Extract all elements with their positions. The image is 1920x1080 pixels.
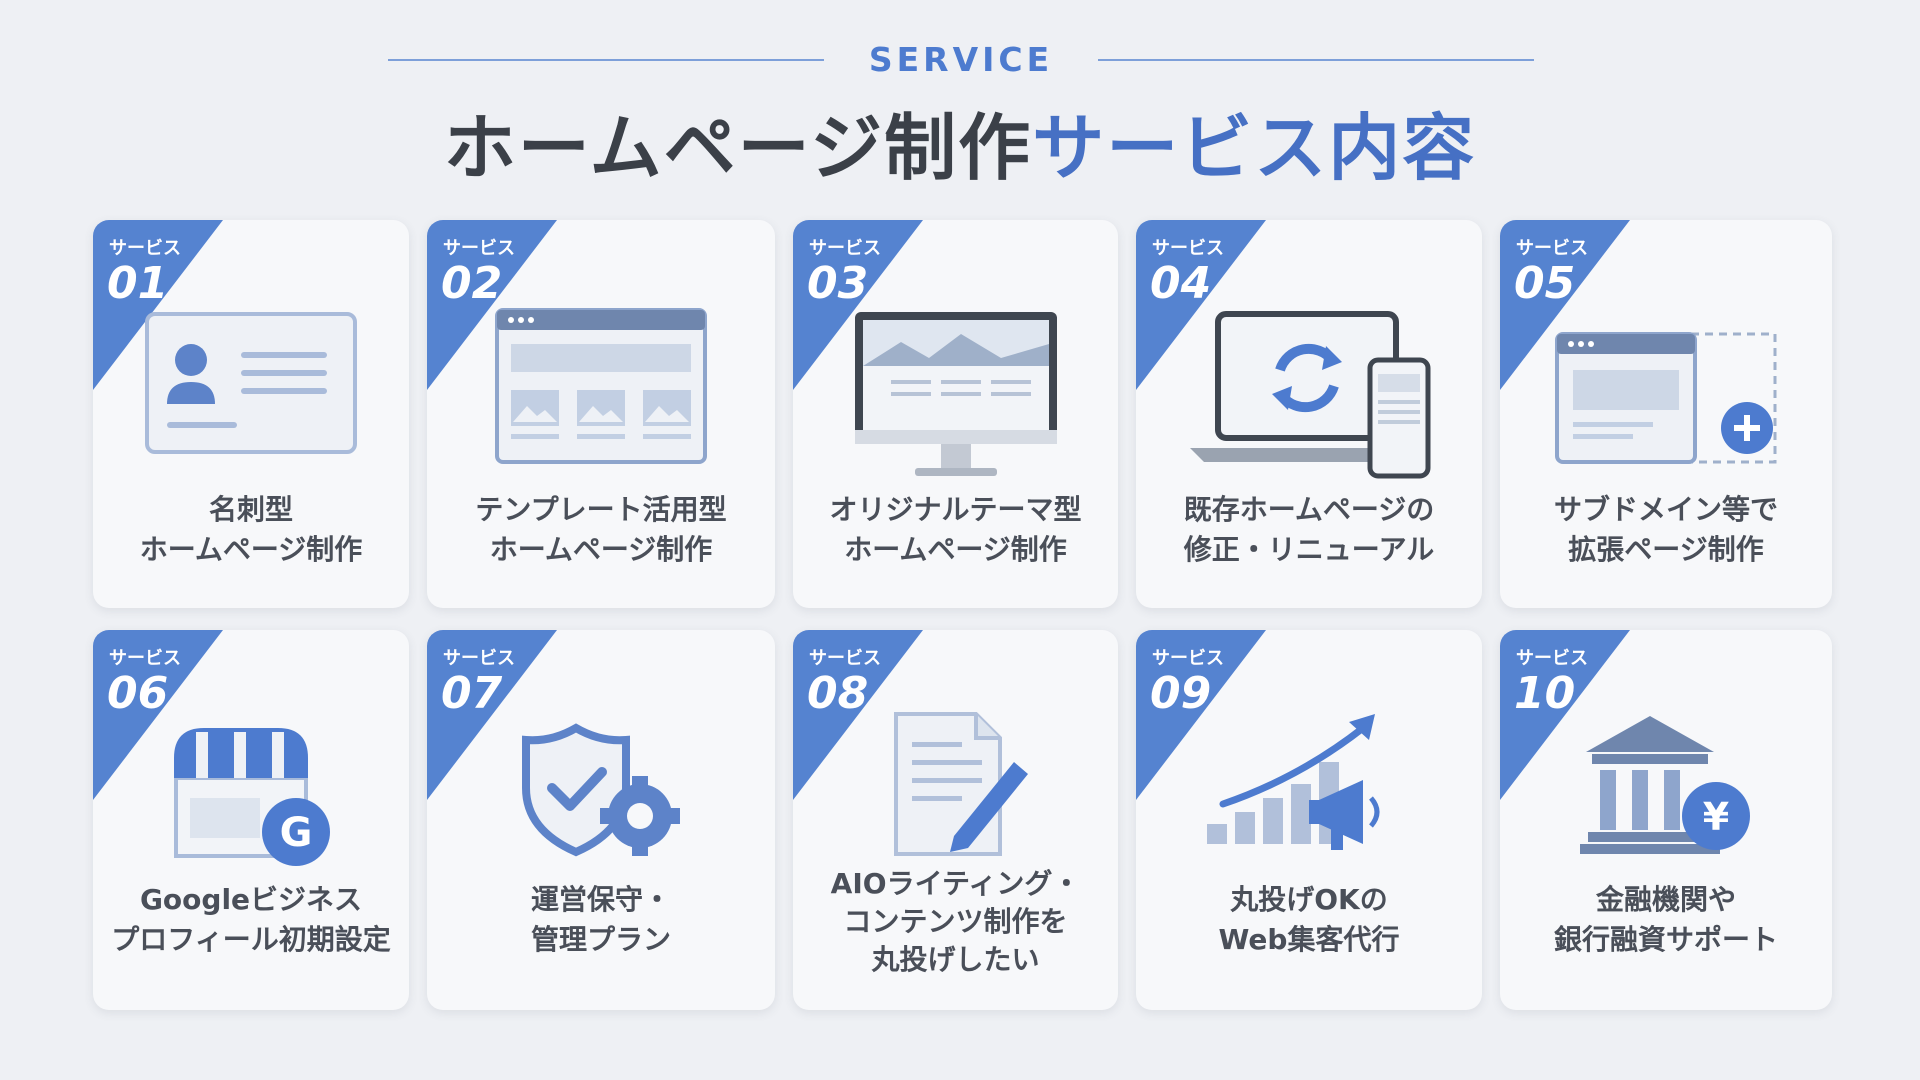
- eyebrow-row: SERVICE: [0, 38, 1920, 82]
- label-line-1: テンプレート活用型: [475, 493, 727, 526]
- service-card-06[interactable]: サービス 06 G Googleビジネス プロフィール初期設定: [93, 630, 409, 1010]
- label-line-3: 丸投げしたい: [871, 943, 1040, 976]
- badge-number: 01: [107, 258, 169, 309]
- badge-label: サービス: [1152, 238, 1224, 259]
- service-card-03[interactable]: サービス 03 オリジナルテーマ型 ホームページ制作: [793, 220, 1118, 608]
- service-card-01[interactable]: サービス 01 名刺型 ホームページ制作: [93, 220, 409, 608]
- label-line-1: オリジナルテーマ型: [829, 493, 1082, 526]
- document-pen-icon: [893, 712, 1028, 856]
- google-store-icon: G: [174, 728, 330, 866]
- label-line-2: Web集客代行: [1218, 923, 1400, 956]
- eyebrow-line-right: [1098, 59, 1534, 61]
- badge-number: 02: [441, 258, 503, 309]
- svg-text:G: G: [280, 810, 313, 856]
- badge-label: サービス: [809, 648, 881, 669]
- desktop-monitor-icon: [854, 312, 1057, 476]
- expand-page-icon: [1555, 332, 1777, 464]
- badge-number: 04: [1150, 258, 1212, 309]
- label-line-1: 名刺型: [208, 493, 293, 526]
- eyebrow-line-left: [388, 59, 824, 61]
- badge-label: サービス: [1516, 648, 1588, 669]
- label-line-1: 丸投げOKの: [1230, 883, 1388, 916]
- service-label: 運営保守・ 管理プラン: [427, 880, 775, 960]
- badge-label: サービス: [1516, 238, 1588, 259]
- service-card-10[interactable]: サービス 10 ¥ 金融機関や 銀行融資サポート: [1500, 630, 1832, 1010]
- business-card-icon: [145, 312, 357, 454]
- badge-number: 10: [1514, 668, 1576, 719]
- title-main: ホームページ制作: [443, 106, 1033, 190]
- label-line-2: コンテンツ制作を: [843, 905, 1068, 938]
- label-line-2: ホームページ制作: [844, 533, 1067, 566]
- service-label: AIOライティング・ コンテンツ制作を 丸投げしたい: [793, 865, 1118, 979]
- badge-number: 08: [807, 668, 869, 719]
- label-line-1: 既存ホームページの: [1183, 493, 1435, 526]
- svg-text:¥: ¥: [1703, 795, 1729, 839]
- badge-label: サービス: [443, 238, 515, 259]
- badge-label: サービス: [109, 648, 181, 669]
- label-line-1: 運営保守・: [530, 883, 671, 916]
- label-line-2: ホームページ制作: [139, 533, 363, 566]
- service-label: 丸投げOKの Web集客代行: [1136, 880, 1482, 960]
- service-label: Googleビジネス プロフィール初期設定: [93, 880, 409, 960]
- service-label: 名刺型 ホームページ制作: [93, 490, 409, 570]
- label-line-1: AIOライティング・: [830, 867, 1081, 900]
- title-accent: サービス内容: [1032, 106, 1477, 190]
- badge-label: サービス: [443, 648, 515, 669]
- label-line-1: サブドメイン等で: [1553, 493, 1778, 526]
- service-label: サブドメイン等で 拡張ページ制作: [1500, 490, 1832, 570]
- label-line-1: 金融機関や: [1595, 883, 1736, 916]
- label-line-2: 拡張ページ制作: [1568, 533, 1764, 566]
- badge-label: サービス: [109, 238, 181, 259]
- label-line-2: プロフィール初期設定: [111, 923, 391, 956]
- badge-number: 09: [1150, 668, 1212, 719]
- service-label: オリジナルテーマ型 ホームページ制作: [793, 490, 1118, 570]
- browser-template-icon: [495, 308, 707, 464]
- service-card-09[interactable]: サービス 09 丸投げOKの Web集客代行: [1136, 630, 1482, 1010]
- badge-label: サービス: [1152, 648, 1224, 669]
- service-card-04[interactable]: サービス 04 既存ホームページの 修正・リニューアル: [1136, 220, 1482, 608]
- service-card-07[interactable]: サービス 07 運営保守・ 管理プラン: [427, 630, 775, 1010]
- growth-megaphone-icon: [1207, 714, 1380, 850]
- service-card-08[interactable]: サービス 08 AIOライティング・ コンテンツ制作を 丸投げしたい: [793, 630, 1118, 1010]
- service-label: 金融機関や 銀行融資サポート: [1500, 880, 1832, 960]
- badge-number: 06: [107, 668, 169, 719]
- badge-number: 05: [1514, 258, 1576, 309]
- renewal-devices-icon: [1190, 311, 1431, 479]
- service-card-02[interactable]: サービス 02 テンプレート活用型 ホームページ制作: [427, 220, 775, 608]
- label-line-1: Googleビジネス: [139, 883, 363, 916]
- shield-gear-icon: [522, 723, 680, 857]
- bank-yen-icon: ¥: [1580, 716, 1750, 854]
- service-card-05[interactable]: サービス 05 サブドメイン等で 拡張ページ制作: [1500, 220, 1832, 608]
- badge-label: サービス: [809, 238, 881, 259]
- badge-number: 07: [441, 668, 503, 719]
- label-line-2: 修正・リニューアル: [1183, 533, 1435, 566]
- label-line-2: 銀行融資サポート: [1553, 923, 1778, 956]
- service-label: テンプレート活用型 ホームページ制作: [427, 490, 775, 570]
- page-header: SERVICE ホームページ制作サービス内容: [0, 0, 1920, 210]
- badge-number: 03: [807, 258, 869, 309]
- page-title: ホームページ制作サービス内容: [0, 102, 1920, 194]
- eyebrow-label: SERVICE: [868, 40, 1054, 79]
- label-line-2: 管理プラン: [530, 923, 671, 956]
- label-line-2: ホームページ制作: [489, 533, 713, 566]
- service-label: 既存ホームページの 修正・リニューアル: [1136, 490, 1482, 570]
